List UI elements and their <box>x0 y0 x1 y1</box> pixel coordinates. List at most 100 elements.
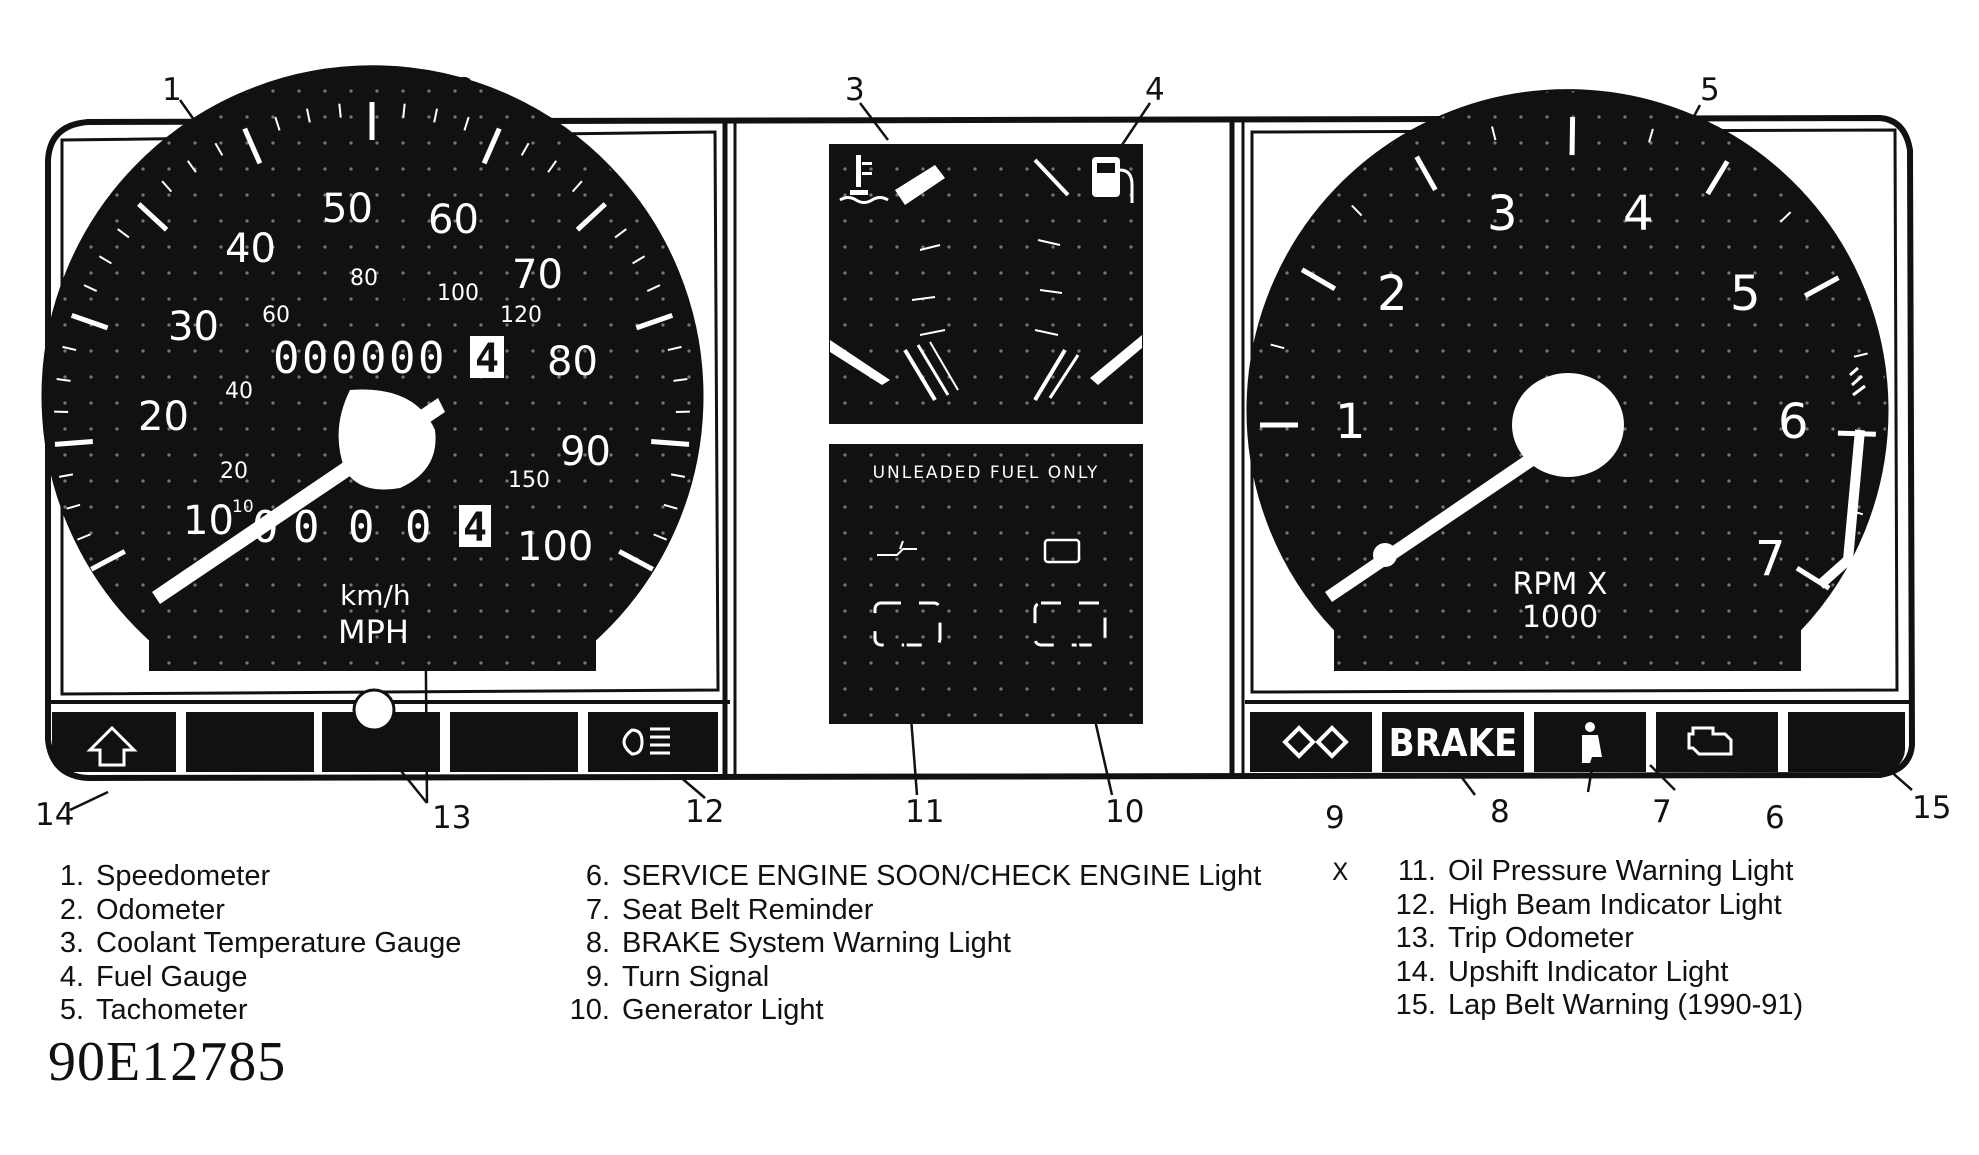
tach-label: 4 <box>1623 186 1654 242</box>
minor-tick <box>58 473 74 478</box>
callout-5: 5 <box>1700 72 1720 108</box>
major-tick <box>1414 155 1438 192</box>
kmh-label: 80 <box>350 266 378 291</box>
minor-tick <box>56 378 71 382</box>
warning-lights-panel: UNLEADED FUEL ONLY <box>829 444 1143 724</box>
minor-tick <box>1351 204 1363 217</box>
minor-tick <box>83 284 98 292</box>
oil-pressure-lamp <box>873 601 942 647</box>
legend-item: 1.Speedometer <box>59 860 271 892</box>
minor-tick <box>663 503 678 510</box>
odometer: 0 0 0 0 0 0 4 <box>273 333 504 384</box>
legend-item: 11.Oil Pressure Warning Light <box>1397 855 1794 887</box>
major-tick <box>635 313 674 331</box>
callout-1: 1 <box>162 72 182 108</box>
legend-item: 5.Tachometer <box>59 994 248 1026</box>
high-beam-icon <box>622 727 670 756</box>
legend-item: 10.Generator Light <box>569 994 824 1026</box>
odometer-digit: 0 <box>418 333 445 384</box>
upshift-arrow-icon <box>86 725 138 767</box>
callout-2: 2 <box>455 72 475 108</box>
minor-tick <box>520 142 530 156</box>
legend-item: 9.Turn Signal <box>585 960 770 993</box>
tach-label: 1 <box>1335 394 1366 450</box>
minor-tick <box>402 103 406 118</box>
callout-3: 3 <box>845 72 865 108</box>
odometer-digit: 0 <box>360 333 387 384</box>
odometer-digit: 0 <box>273 333 300 384</box>
trip-digit: 0 <box>405 502 432 553</box>
major-tick <box>1569 116 1576 156</box>
callout-9: 9 <box>1325 800 1345 836</box>
turn-signal-icon <box>1282 725 1349 759</box>
callout-4: 4 <box>1145 72 1165 108</box>
mph-label: 30 <box>168 304 219 350</box>
major-tick <box>54 438 94 447</box>
minor-tick <box>338 103 342 118</box>
minor-tick <box>186 160 197 173</box>
legend-item: 15.Lap Belt Warning (1990-91) <box>1395 989 1804 1021</box>
tachometer-ticks <box>1260 116 1876 591</box>
minor-tick <box>632 255 646 265</box>
odometer-digit: 0 <box>389 333 416 384</box>
kmh-label: 40 <box>225 379 253 404</box>
major-tick <box>1300 267 1337 291</box>
minor-tick <box>433 108 439 123</box>
legend-item: 8.BRAKE System Warning Light <box>585 927 1011 959</box>
major-tick <box>242 127 263 165</box>
mph-label: 20 <box>138 394 189 440</box>
mph-label: 70 <box>512 252 563 298</box>
minor-tick <box>673 378 688 382</box>
major-tick <box>1705 160 1730 196</box>
legend-column-3: 11.Oil Pressure Warning Light 12.High Be… <box>1392 855 1804 1023</box>
callout-8: 8 <box>1490 794 1510 830</box>
legend-item: 12.High Beam Indicator Light <box>1395 888 1782 921</box>
kmh-label: 10 <box>232 497 254 517</box>
minor-tick <box>98 255 112 265</box>
coolant-temp-icon <box>839 155 889 204</box>
kmh-scale-labels: 10 20 40 60 80 100 120 150 <box>220 266 550 517</box>
unleaded-fuel-notice: UNLEADED FUEL ONLY <box>873 463 1100 483</box>
major-tick <box>90 549 126 572</box>
minor-tick <box>62 345 77 352</box>
trip-reset-knob <box>352 688 396 732</box>
minor-tick <box>274 116 281 131</box>
legend-item: 6.SERVICE ENGINE SOON/CHECK ENGINE Light <box>585 860 1262 892</box>
tach-label: 5 <box>1730 266 1761 322</box>
major-tick <box>618 549 654 572</box>
minor-tick <box>646 284 661 292</box>
minor-tick <box>547 160 558 173</box>
stray-mark: X <box>1332 858 1348 886</box>
generator-lamp <box>1033 601 1107 647</box>
speedometer: 10 20 30 40 50 60 70 80 90 100 10 20 40 … <box>41 65 704 671</box>
legend-item: 4.Fuel Gauge <box>59 960 248 993</box>
callout-7: 7 <box>1652 794 1672 830</box>
legend-column-2: 6.SERVICE ENGINE SOON/CHECK ENGINE Light… <box>566 860 1262 1028</box>
minor-tick <box>1779 211 1792 223</box>
tachometer: 1 2 3 4 5 6 7 RPM X 1000 <box>1246 89 1889 671</box>
unit-kmh: km/h <box>340 579 411 612</box>
figure-code: 90E12785 <box>48 1031 287 1093</box>
callout-10: 10 <box>1105 794 1144 830</box>
minor-tick <box>653 533 668 541</box>
mph-label: 50 <box>322 186 373 232</box>
mph-label: 10 <box>183 498 234 544</box>
minor-tick <box>670 473 686 478</box>
coolant-needle <box>895 165 945 205</box>
tach-unit-line1: RPM X <box>1513 567 1608 602</box>
minor-tick <box>614 228 627 239</box>
callout-11: 11 <box>905 794 944 830</box>
fuel-pump-icon <box>1092 157 1134 203</box>
legend-item: 13.Trip Odometer <box>1395 922 1634 954</box>
mph-label: 100 <box>517 524 593 570</box>
legend-item: 7.Seat Belt Reminder <box>585 893 874 926</box>
major-tick <box>575 202 608 232</box>
minor-tick <box>117 228 130 239</box>
odometer-digit: 0 <box>302 333 329 384</box>
minor-tick <box>1648 128 1654 143</box>
brake-label: BRAKE <box>1389 721 1518 765</box>
odometer-digit-tenths: 4 <box>475 336 499 382</box>
mph-label: 40 <box>225 226 276 272</box>
tach-label: 2 <box>1377 266 1408 322</box>
